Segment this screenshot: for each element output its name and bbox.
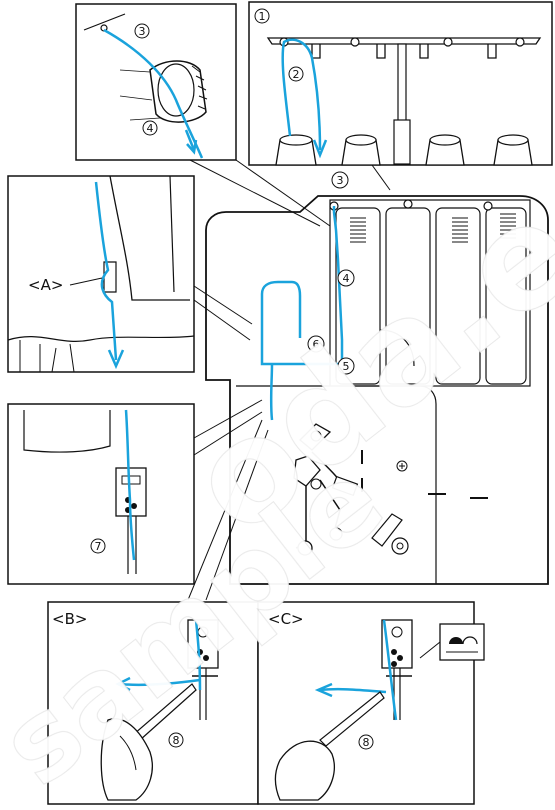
callout-4-main: 4	[343, 272, 350, 285]
callout-8-c: 8	[363, 736, 370, 749]
label-b: <B>	[52, 610, 87, 628]
machine-front: 3 4 6 5	[205, 171, 549, 585]
inset-tension-dial: 3 4	[75, 3, 237, 161]
callout-5: 5	[343, 360, 350, 373]
inset-b-tweezers: <B> 8	[47, 601, 259, 805]
callout-4-top: 4	[147, 122, 154, 135]
inset-needle-threading: 7	[7, 403, 195, 585]
inset-c-tweezers: <C> 8	[257, 601, 485, 805]
callout-6: 6	[313, 338, 320, 351]
connector-lines	[187, 159, 391, 601]
inset-a-thread-guide: <A>	[7, 175, 195, 373]
inset-thread-guide-spools: 1 2	[248, 1, 553, 166]
callout-3-top: 3	[139, 25, 146, 38]
callout-1: 1	[259, 10, 266, 23]
callout-2: 2	[293, 68, 300, 81]
label-a: <A>	[28, 276, 63, 294]
callout-7: 7	[95, 540, 102, 553]
callout-3-main: 3	[337, 174, 344, 187]
label-c: <C>	[268, 610, 304, 628]
callout-8-b: 8	[173, 734, 180, 747]
